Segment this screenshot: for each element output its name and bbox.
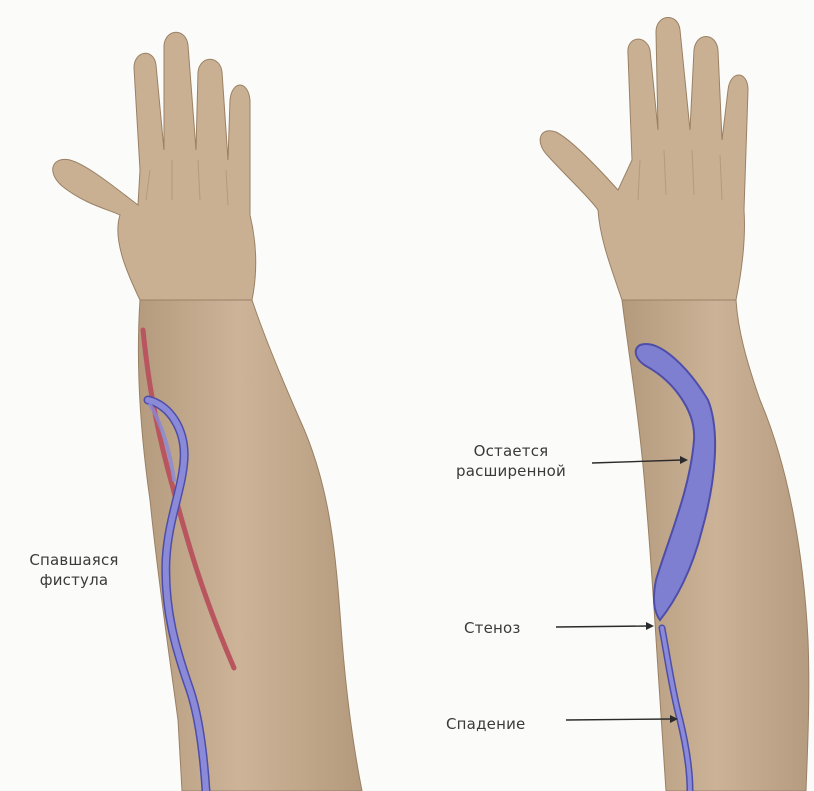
left-hand — [53, 32, 256, 300]
left-forearm — [138, 300, 362, 791]
right-hand — [540, 17, 748, 300]
label-remains-dilated-line2: расширенной — [428, 461, 594, 481]
label-collapsed-fistula-line2: фистула — [10, 570, 138, 590]
label-collapsed-fistula: Спавшаяся фистула — [10, 550, 138, 590]
label-remains-dilated-line1: Остается — [428, 441, 594, 461]
right-forearm — [622, 300, 809, 791]
label-stenosis: Стеноз — [464, 618, 521, 638]
label-collapsed-fistula-line1: Спавшаяся — [10, 550, 138, 570]
label-collapse: Спадение — [446, 714, 525, 734]
right-arm — [540, 17, 809, 791]
left-arm — [53, 32, 362, 791]
label-remains-dilated: Остается расширенной — [428, 441, 594, 481]
